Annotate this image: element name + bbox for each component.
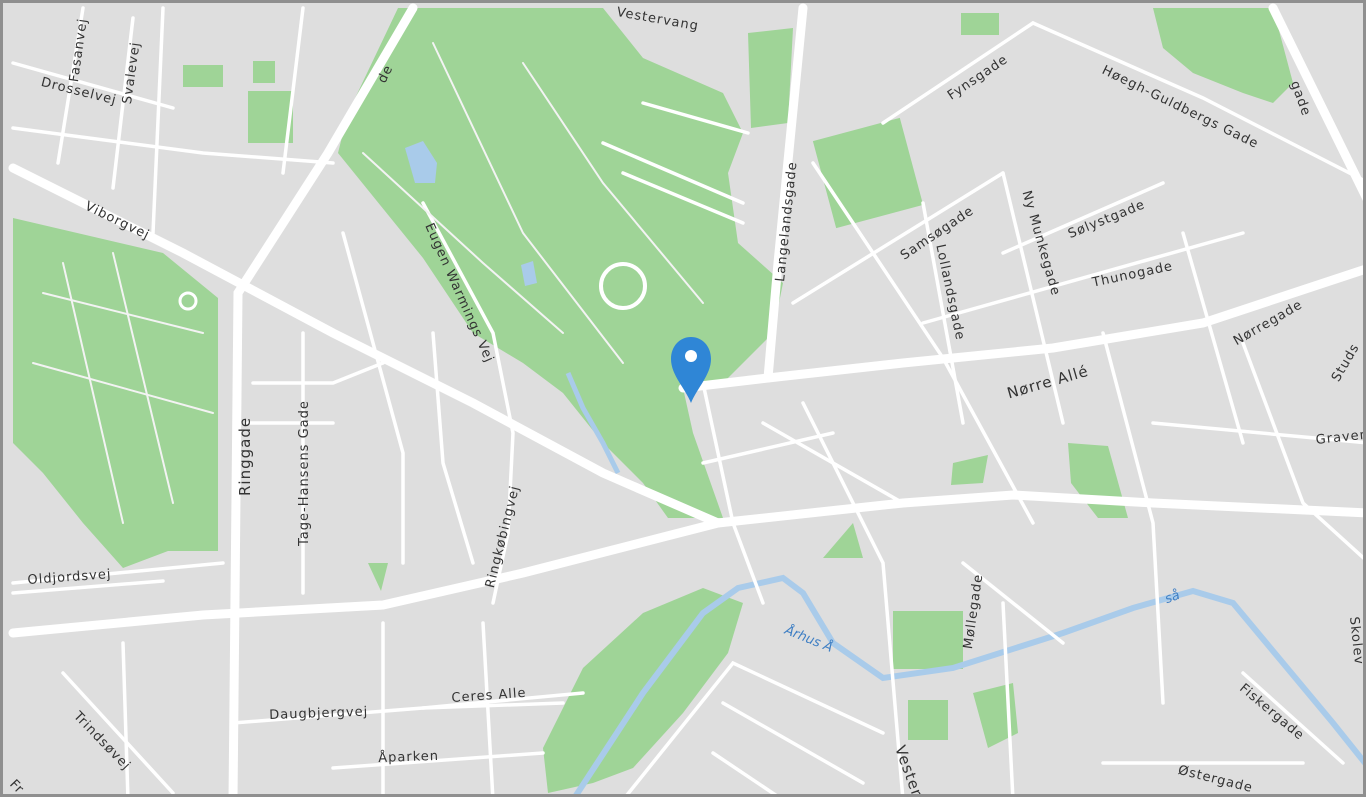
road-local-24 [961, 561, 1065, 645]
park-path-1 [432, 42, 624, 364]
road-local-3 [281, 6, 305, 175]
small-green-11 [748, 28, 793, 128]
park-path-3 [522, 62, 704, 304]
sports-field [812, 117, 924, 229]
road-ceres-alle [421, 691, 585, 710]
road-eugen-warmings-vej [421, 201, 515, 535]
road-solystgade [1001, 181, 1165, 255]
small-green-4 [961, 13, 999, 35]
arhus-river [573, 574, 1363, 794]
road-local-7 [341, 231, 405, 565]
road-hoegh-guldbergs-gade [1031, 21, 1363, 182]
road-thunogade [921, 231, 1245, 325]
park-lake [405, 141, 437, 183]
location-marker[interactable] [671, 337, 711, 403]
road-samsogade [791, 171, 1005, 305]
road-local-22 [711, 751, 778, 794]
road-southwest-main [8, 490, 1363, 638]
road-lollandsgade [921, 201, 965, 425]
road-local-26 [601, 141, 745, 205]
road-aparken [331, 751, 545, 770]
road-local-15 [801, 401, 905, 794]
map-pin-center [685, 350, 697, 362]
park-pond [521, 261, 537, 286]
road-local-6 [431, 331, 475, 565]
northeast-park [1153, 8, 1293, 103]
water-layer [405, 141, 1363, 794]
small-green-1 [248, 91, 293, 143]
road-local-17 [1101, 331, 1165, 705]
map-canvas[interactable] [3, 3, 1366, 797]
parks-layer [13, 8, 1293, 793]
park-stream [565, 372, 621, 475]
road-graven [1151, 421, 1363, 445]
road-fasanvej [56, 6, 85, 165]
road-viborgvej [8, 163, 723, 528]
label-aparken: Åparken [378, 748, 440, 766]
road-ringgade [228, 3, 418, 794]
road-svalevej [111, 16, 135, 190]
road-local-20 [625, 660, 885, 794]
road-local-18 [1001, 601, 1015, 794]
road-local-21 [721, 701, 865, 785]
label-ringgade: Ringgade [236, 416, 254, 496]
road-local-27 [621, 171, 745, 225]
university-park [338, 8, 783, 518]
small-green-6 [908, 700, 948, 740]
small-green-3 [183, 65, 223, 87]
road-local-2 [151, 6, 165, 235]
road-local-12 [811, 161, 1035, 525]
road-local-13 [701, 381, 765, 605]
road-fynsgade [881, 21, 1035, 125]
park-path-4 [42, 292, 204, 334]
road-ringkobingvej [491, 531, 510, 605]
roads-layer [8, 3, 1363, 794]
road-local-11 [481, 621, 495, 794]
road-local-8 [11, 561, 225, 585]
road-local-23 [1241, 341, 1363, 560]
road-local-1 [11, 126, 335, 165]
small-green-8 [951, 455, 988, 485]
park-path-2 [362, 152, 564, 334]
road-local-4 [251, 361, 385, 385]
road-trindsovej [61, 671, 175, 794]
small-green-10 [823, 523, 863, 558]
road-norre-alle [678, 265, 1363, 393]
road-local-16 [701, 431, 835, 465]
label-tage-hansens-gade: Tage-Hansens Gade [297, 400, 312, 546]
road-ny-munkegade [1001, 171, 1065, 425]
west-park-circle [178, 291, 198, 311]
road-oldjordsvej [11, 579, 165, 595]
road-local-25 [1181, 231, 1245, 445]
small-green-2 [253, 61, 275, 83]
park-path-7 [112, 252, 174, 504]
small-green-5 [893, 611, 963, 669]
park-path-5 [32, 362, 214, 414]
park-path-6 [62, 262, 124, 524]
road-langelandsgade [763, 3, 808, 383]
road-east-diagonal [1268, 3, 1363, 202]
road-drosselvej [11, 61, 175, 110]
road-local-28 [641, 101, 750, 135]
road-local-19 [1241, 671, 1345, 765]
map-pin-icon[interactable] [671, 337, 711, 403]
road-local-9 [121, 641, 130, 794]
park-circle [599, 262, 647, 310]
small-green-12 [368, 563, 388, 591]
